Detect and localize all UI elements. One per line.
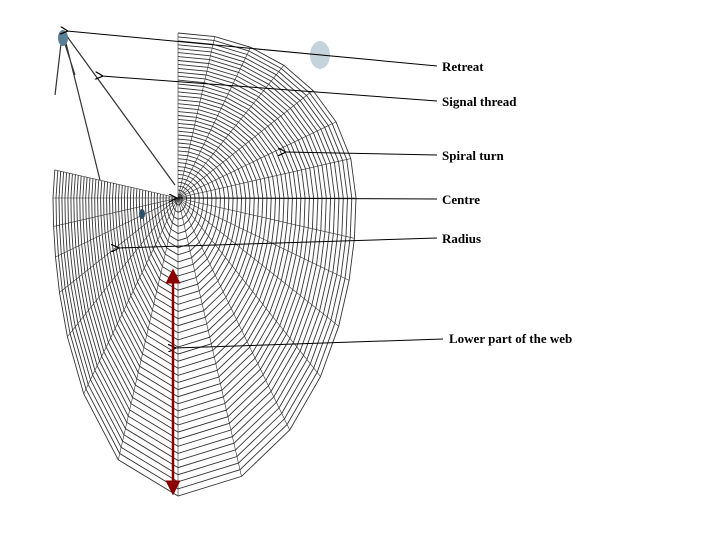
radius [67,197,179,337]
retreat-arrow [67,31,438,67]
retreat-stain [58,30,68,46]
radius [177,197,339,327]
label-signal-thread: Signal thread [442,94,517,109]
label-retreat: Retreat [442,59,484,74]
spiral-turn [61,44,344,476]
spiral-turn [91,83,302,405]
annotation-arrows [67,31,444,348]
spiral-turn [109,107,276,362]
spiral-turn [106,103,281,369]
radius [177,47,251,199]
label-spiral-turn: Spiral turn [442,148,504,163]
spiral-turn [123,126,255,327]
radius [177,121,337,199]
radius [177,90,314,199]
spiral-turn [156,170,209,249]
spiral-turn [82,71,315,426]
spiral-turn-arrow [285,152,438,155]
spiral-turn [112,111,272,355]
centre-arrow [176,198,438,199]
spiral-turn [115,115,268,348]
radius [177,197,350,281]
spiral-turn [79,67,319,433]
signal-thread-arrow [102,76,438,102]
radius [53,197,179,227]
spiral-turn [103,99,285,376]
spiral-turn [118,118,264,341]
spiral-turn [52,32,357,497]
spiral-turn [97,91,293,391]
spiral-turn [70,56,332,454]
radius [177,197,355,239]
spiral-turn [165,181,196,227]
spiral-turn [58,40,348,483]
radius [118,197,179,460]
stain [139,209,145,219]
spiral-turn [147,158,221,270]
spiral-turn [94,87,298,398]
radius-arrow [118,237,438,248]
radius [177,197,290,431]
spiral-turn [100,95,289,383]
radius [177,197,242,477]
spiral-turn [85,75,310,419]
spiral-turn [150,162,217,263]
spiral-turn [162,177,200,234]
label-centre: Centre [442,192,481,207]
label-lower-part: Lower part of the web [449,331,573,346]
spiral-turn [67,52,336,461]
lower-part-arrow [175,338,444,348]
radius [177,197,321,377]
radius [177,65,285,199]
radius [177,36,216,199]
spiral-turn [76,63,323,440]
radius [177,158,351,199]
web-drawing [52,32,357,497]
radius [55,197,179,258]
radius [54,169,179,199]
spiral-turn [121,122,259,334]
spiral-turn [73,60,327,447]
spiral-turn [159,173,204,242]
label-radius: Radius [442,231,482,246]
radius [83,197,179,394]
spiral-turn [153,166,213,256]
spiral-turn [129,134,247,312]
